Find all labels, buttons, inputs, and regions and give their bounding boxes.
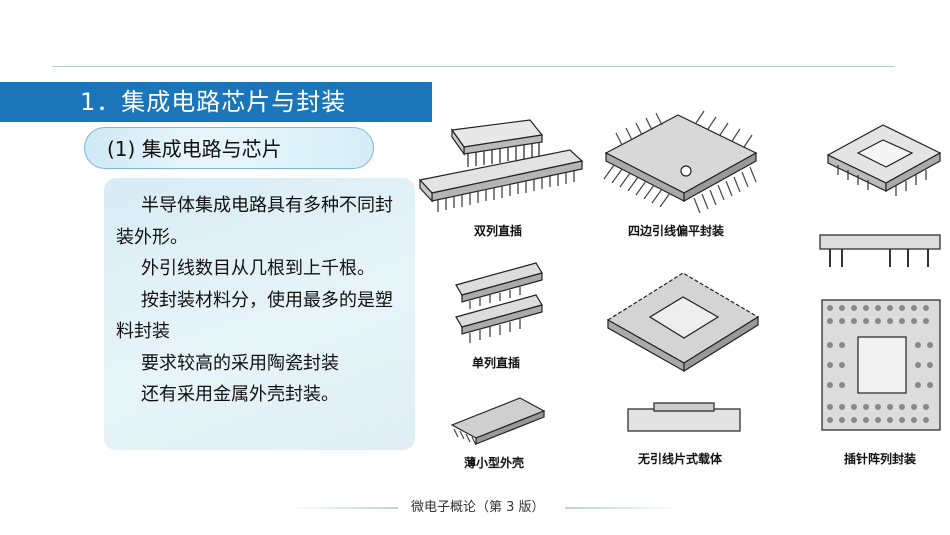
content-text-box: 半导体集成电路具有多种不同封装外形。 外引线数目从几根到上千根。 按封装材料分，… — [104, 178, 415, 450]
label-pga: 插针阵列封装 — [844, 452, 917, 466]
subsection-title: (1) 集成电路与芯片 — [84, 127, 374, 169]
label-tsop: 薄小型外壳 — [464, 456, 525, 470]
sip-bar-icon — [819, 234, 941, 267]
footer-text: 微电子概论（第 3 版） — [411, 500, 545, 515]
plcc-icon — [606, 272, 760, 373]
footer-rule-left — [290, 507, 398, 509]
dip-small-icon — [450, 119, 544, 167]
lcc-icon — [627, 402, 741, 432]
section-title: 1．集成电路芯片与封装 — [0, 82, 432, 122]
dip-large-icon — [418, 149, 584, 212]
label-dip: 双列直插 — [474, 224, 523, 238]
ic-package-drawings — [418, 110, 942, 446]
body-line-4: 要求较高的采用陶瓷封装 — [141, 352, 339, 374]
package-illustrations: 双列直插 四边引线偏平封装 单列直插 无引线片式载体 薄小型外壳 插针阵列封装 — [418, 95, 950, 475]
tsop-icon — [450, 397, 546, 446]
footer-rule-right — [565, 507, 678, 509]
ceramic-package-icon — [826, 124, 942, 196]
label-sip: 单列直插 — [472, 356, 521, 370]
pga-icon — [821, 299, 941, 431]
sip-icon — [455, 262, 543, 343]
body-line-1: 半导体集成电路具有多种不同封装外形。 — [116, 195, 393, 248]
body-line-5: 还有采用金属外壳封装。 — [141, 384, 339, 405]
body-line-2: 外引线数目从几根到上千根。 — [141, 258, 375, 279]
qfp-icon — [603, 110, 758, 214]
top-divider — [52, 66, 895, 67]
label-plcc: 无引线片式载体 — [638, 452, 723, 466]
body-line-3: 按封装材料分，使用最多的是塑料封装 — [116, 289, 393, 343]
label-qfp: 四边引线偏平封装 — [628, 224, 725, 238]
